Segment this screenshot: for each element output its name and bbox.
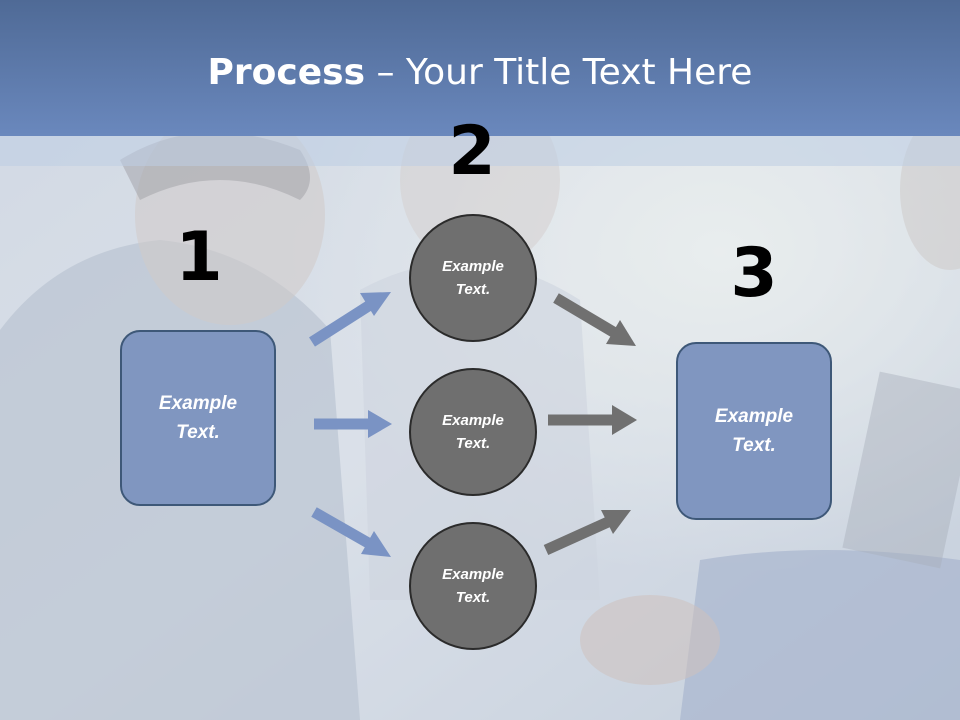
- title-bold: Process: [207, 52, 366, 93]
- arrowhead-from-circle-3: [601, 510, 631, 534]
- step-number-2: 2: [448, 112, 496, 191]
- slide-title: Process – Your Title Text Here: [0, 52, 960, 93]
- arrowhead-from-circle-1: [606, 320, 636, 346]
- step-3-box-line-1: Example: [714, 406, 794, 427]
- arrow-to-circle-3: [311, 507, 373, 549]
- step-1-box-line-2: Text.: [176, 422, 220, 443]
- step-1-box: Example Text.: [120, 330, 276, 506]
- circle-3-line-1: Example: [442, 566, 504, 583]
- arrow-from-circle-3: [543, 516, 611, 556]
- title-rest: – Your Title Text Here: [365, 52, 753, 93]
- arrowhead-to-circle-1: [360, 292, 391, 316]
- step-number-1: 1: [175, 218, 223, 297]
- step-1-box-line-1: Example: [158, 393, 238, 414]
- circle-3-line-2: Text.: [455, 589, 491, 606]
- circle-1-line-2: Text.: [455, 281, 491, 298]
- step-3-box: Example Text.: [676, 342, 832, 520]
- circle-2-line-1: Example: [442, 412, 504, 429]
- arrow-from-circle-1: [553, 293, 618, 338]
- step-number-3: 3: [730, 234, 778, 313]
- arrowhead-to-circle-3: [361, 531, 391, 557]
- circle-1-line-1: Example: [442, 258, 504, 275]
- title-band-fade: [0, 136, 960, 166]
- arrowhead-from-circle-2: [612, 405, 637, 435]
- arrowhead-to-circle-2: [368, 410, 392, 438]
- title-band: [0, 0, 960, 136]
- step-3-box-line-2: Text.: [732, 435, 776, 456]
- arrow-to-circle-1: [309, 300, 373, 347]
- step-2-circle-2: Example Text.: [409, 368, 537, 496]
- step-2-circle-1: Example Text.: [409, 214, 537, 342]
- circle-2-line-2: Text.: [455, 435, 491, 452]
- step-2-circle-3: Example Text.: [409, 522, 537, 650]
